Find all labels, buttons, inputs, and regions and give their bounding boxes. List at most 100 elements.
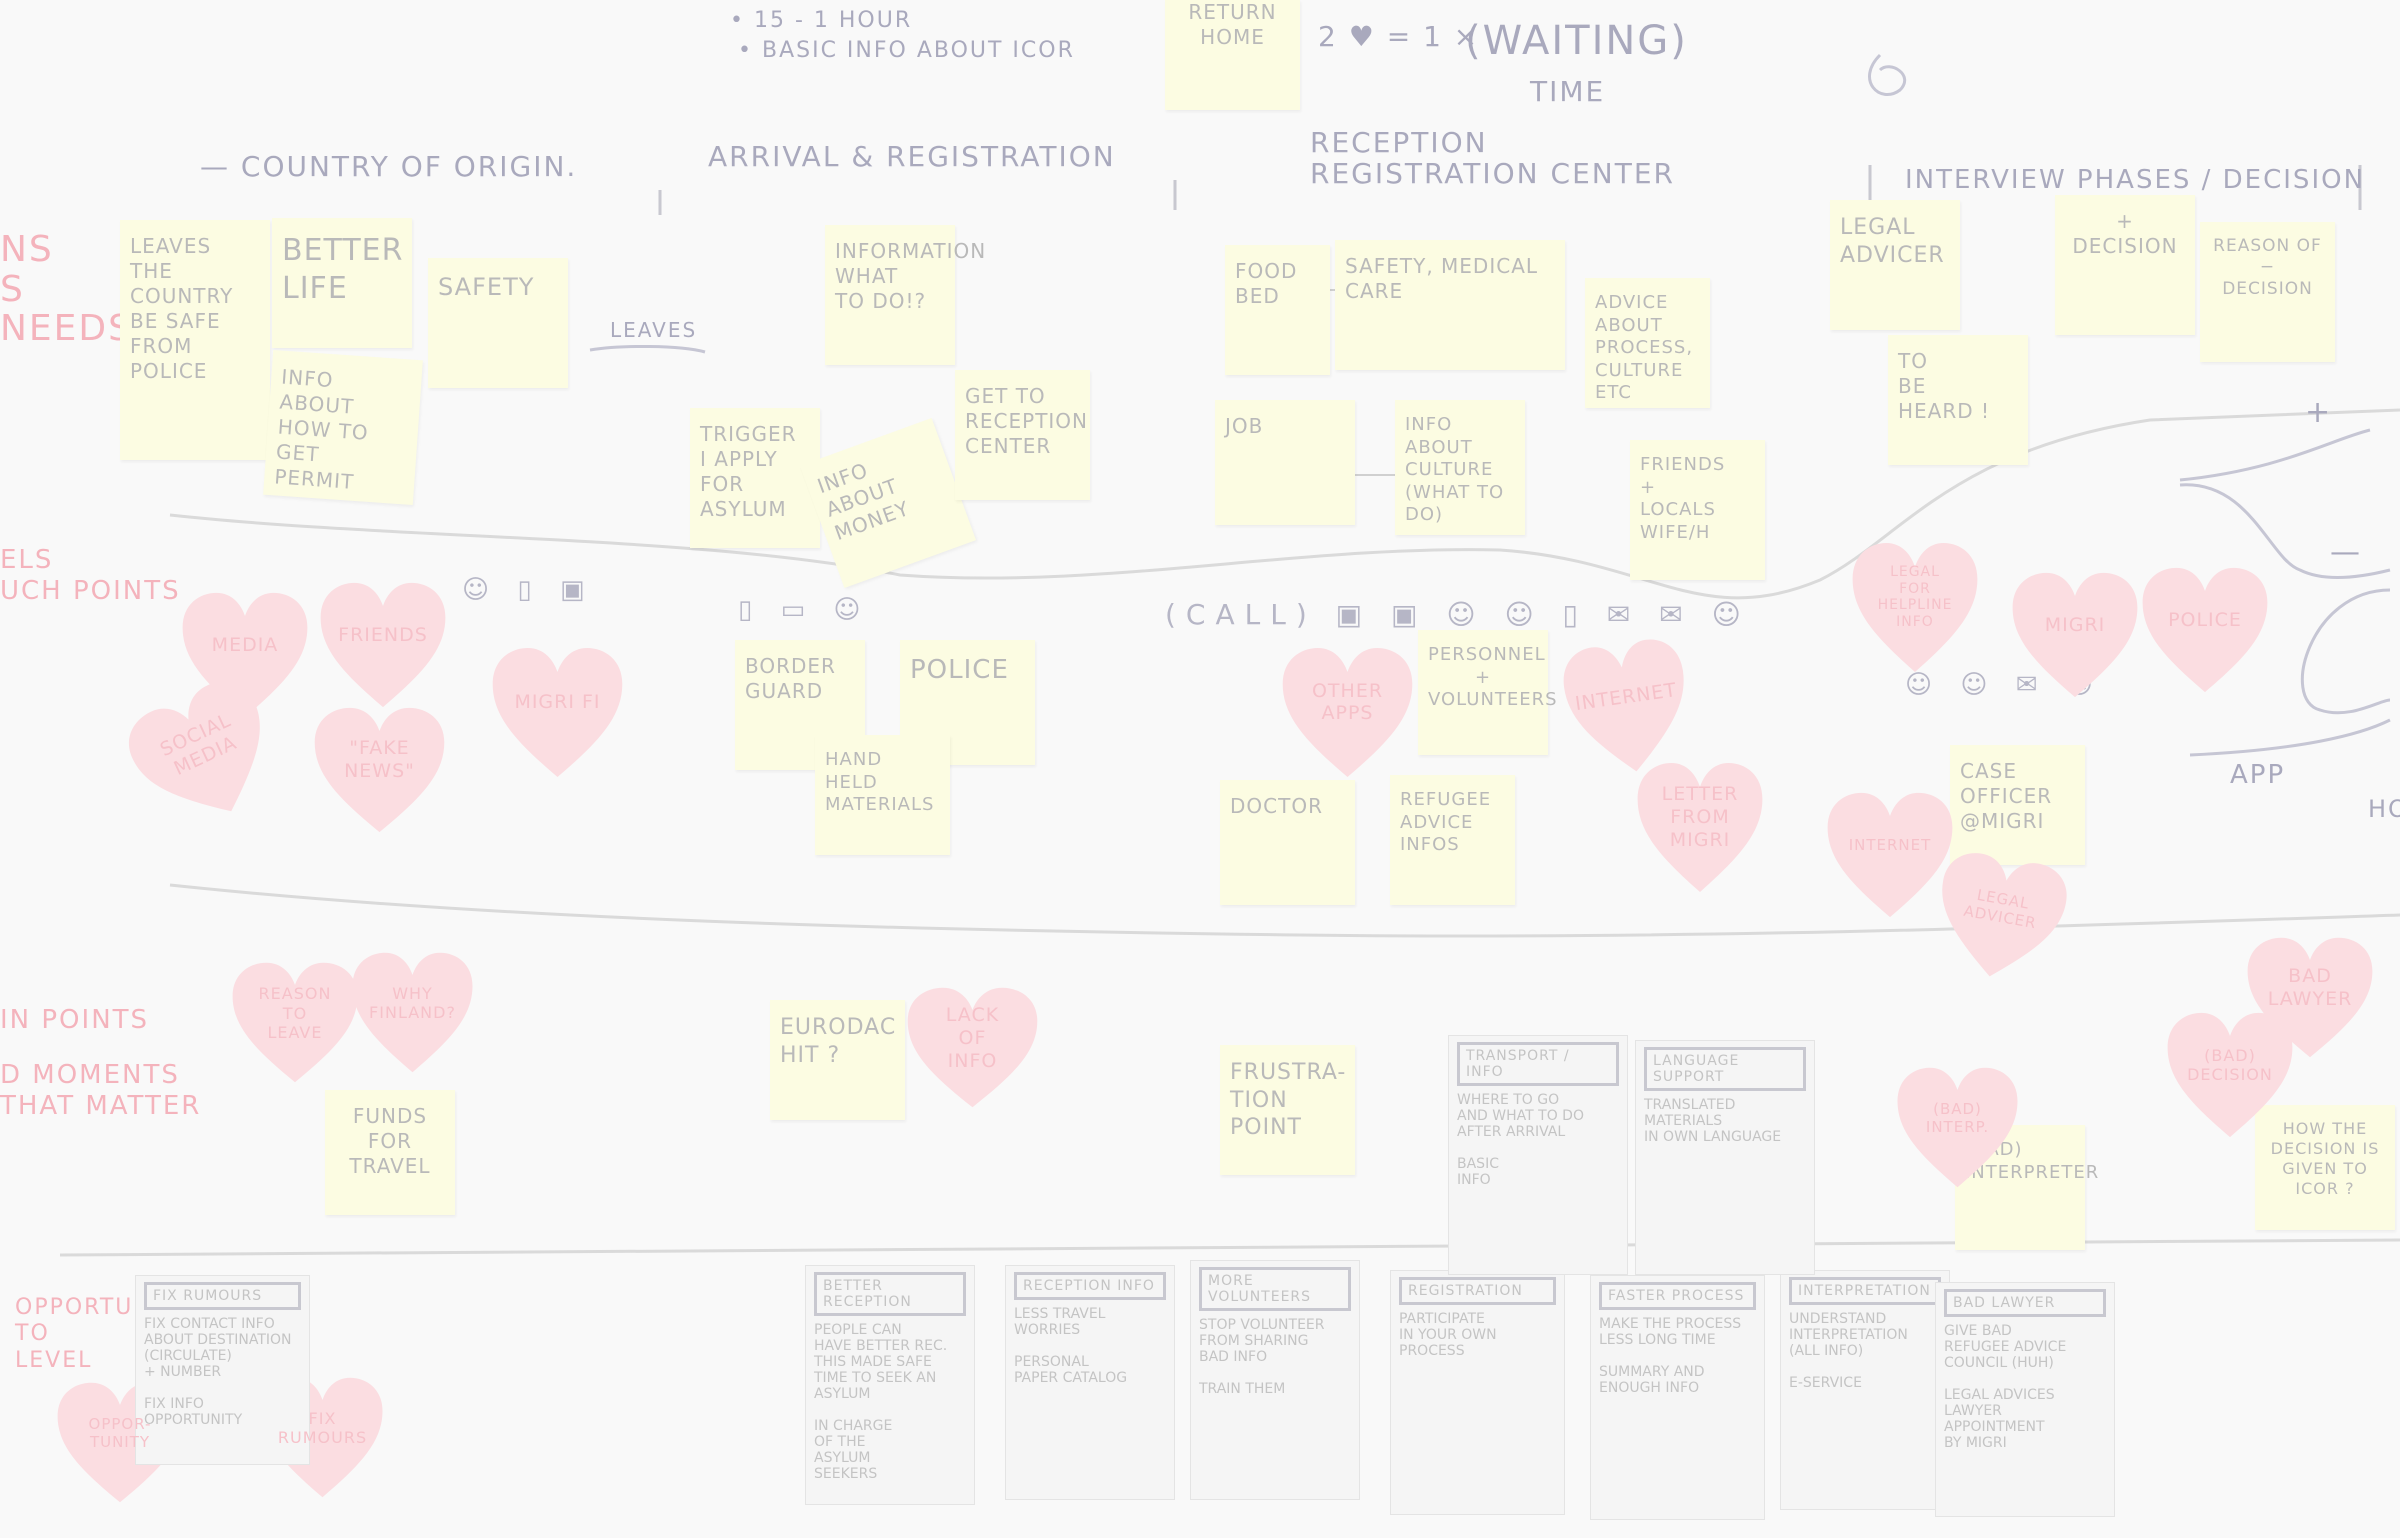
- heart-opportunity: OPPOR- TUNITY: [55, 1380, 185, 1505]
- arrow-home-label: HO: [2368, 795, 2400, 823]
- heart-fake-news: "FAKE NEWS": [312, 705, 447, 835]
- heart-internet-1: INTERNET: [1556, 632, 1699, 783]
- label-pain-points: IN POINTS: [0, 1005, 150, 1035]
- sticky-personnel: PERSONNEL + VOLUNTEERS: [1418, 630, 1557, 755]
- heart-migri-2: MIGRI: [2010, 570, 2140, 700]
- heart-letter-migri: LETTER FROM MIGRI: [1635, 760, 1765, 895]
- card-title: BAD LAWYER: [1944, 1289, 2106, 1317]
- card-title: RECEPTION INFO: [1014, 1272, 1166, 1300]
- phase-reception-center: RECEPTION REGISTRATION CENTER: [1310, 126, 1675, 190]
- heart-media: MEDIA: [180, 590, 310, 720]
- card-faster-process: FASTER PROCESS MAKE THE PROCESS LESS LONG…: [1590, 1275, 1765, 1520]
- touchpoint-icons-reception: (CALL) ▣ ▣ ☺ ☺ ▯ ✉ ✉ ☺: [1165, 598, 1751, 631]
- sticky-food-bed: FOOD BED: [1225, 245, 1330, 375]
- label-needs: NS S NEEDS: [0, 229, 133, 350]
- card-title: BETTER RECEPTION: [814, 1272, 966, 1316]
- card-title: REGISTRATION: [1399, 1277, 1556, 1305]
- heart-why-finland: WHY FINLAND?: [350, 950, 475, 1075]
- sticky-eurodac: EURODAC HIT ?: [770, 1000, 905, 1120]
- heart-migri-1: MIGRI FI: [490, 645, 625, 780]
- sticky-reception-center: GET TO RECEPTION CENTER: [955, 370, 1090, 500]
- sticky-info-what-to-do: INFORMATION WHAT TO DO!?: [825, 225, 985, 365]
- heart-fix-rumours: FIX RUMOURS: [260, 1375, 385, 1500]
- card-title: INTERPRETATION: [1789, 1277, 1941, 1305]
- card-body: TRANSLATED MATERIALS IN OWN LANGUAGE: [1644, 1097, 1782, 1145]
- sticky-case-officer: CASE OFFICER @MIGRI: [1950, 745, 2085, 865]
- card-body: STOP VOLUNTEER FROM SHARING BAD INFO TRA…: [1199, 1317, 1325, 1397]
- label-touchpoints: ELS UCH POINTS: [0, 545, 181, 607]
- sticky-refugee-advice: REFUGEE ADVICE INFOS: [1390, 775, 1515, 905]
- phase-country-of-origin: — COUNTRY OF ORIGIN.: [200, 150, 578, 183]
- heart-other-apps: OTHER APPS: [1280, 645, 1415, 780]
- sticky-handheld: HAND HELD MATERIALS: [815, 735, 950, 855]
- note-basic-info: • BASIC INFO ABOUT ICOR: [738, 38, 1075, 63]
- sticky-trigger-asylum: TRIGGER I APPLY FOR ASYLUM: [690, 408, 820, 548]
- card-transport: TRANSPORT / INFO WHERE TO GO AND WHAT TO …: [1448, 1035, 1628, 1275]
- label-moments: D MOMENTS THAT MATTER: [0, 1060, 202, 1122]
- card-reception-info: RECEPTION INFO LESS TRAVEL WORRIES PERSON…: [1005, 1265, 1175, 1500]
- heart-police: POLICE: [2140, 565, 2270, 695]
- card-interpretation: INTERPRETATION UNDERSTAND INTERPRETATION …: [1780, 1270, 1950, 1510]
- heart-internet-2: INTERNET: [1825, 790, 1955, 920]
- card-bad-lawyer: BAD LAWYER GIVE BAD REFUGEE ADVICE COUNCI…: [1935, 1282, 2115, 1517]
- sticky-funds-travel: FUNDS FOR TRAVEL: [325, 1090, 455, 1215]
- sticky-info-permit: INFO ABOUT HOW TO GET PERMIT: [263, 349, 423, 506]
- touchpoint-icons-origin: ☺ ▯ ▣: [462, 575, 595, 605]
- heart-reason-leave: REASON TO LEAVE: [230, 960, 360, 1085]
- heart-legal-helpline: LEGAL FOR HELPLINE INFO: [1850, 540, 1980, 675]
- heart-bad-decision: (BAD) DECISION: [2165, 1010, 2295, 1140]
- sticky-leaves-country: LEAVES THE COUNTRY BE SAFE FROM POLICE: [120, 220, 270, 460]
- card-registration: REGISTRATION PARTICIPATE IN YOUR OWN PROC…: [1390, 1270, 1565, 1515]
- card-title: LANGUAGE SUPPORT: [1644, 1047, 1806, 1091]
- sticky-reason-decision: REASON OF − DECISION: [2200, 222, 2335, 362]
- equation-label: 2 ♥ = 1 ×: [1318, 20, 1480, 53]
- sticky-decision: + DECISION: [2055, 195, 2195, 335]
- arrow-app-label: APP: [2230, 760, 2286, 790]
- phase-arrival-registration: ARRIVAL & REGISTRATION: [708, 140, 1116, 173]
- sticky-frustration: FRUSTRA- TION POINT: [1220, 1045, 1355, 1175]
- touchpoint-icons-arrival: ▯ ▭ ☺: [738, 595, 871, 625]
- sticky-advice-process: ADVICE ABOUT PROCESS, CULTURE ETC: [1585, 278, 1710, 408]
- sticky-to-be-heard: TO BE HEARD !: [1888, 335, 2028, 465]
- sticky-safety-medical: SAFETY, MEDICAL CARE: [1335, 240, 1565, 370]
- heart-friends: FRIENDS: [318, 580, 448, 710]
- arrow-plus: +: [2305, 395, 2333, 430]
- sticky-better-life: BETTER LIFE: [272, 218, 412, 348]
- card-title: FASTER PROCESS: [1599, 1282, 1756, 1310]
- heart-lack-info: LACK OF INFO: [905, 985, 1040, 1110]
- card-better-reception: BETTER RECEPTION PEOPLE CAN HAVE BETTER R…: [805, 1265, 975, 1505]
- card-body: WHERE TO GO AND WHAT TO DO AFTER ARRIVAL…: [1457, 1092, 1584, 1188]
- heart-social-media: SOCIAL MEDIA: [114, 667, 296, 844]
- waiting-label: (WAITING): [1465, 18, 1688, 64]
- sticky-info-culture: INFO ABOUT CULTURE (WHAT TO DO): [1395, 400, 1525, 535]
- card-body: PEOPLE CAN HAVE BETTER REC. THIS MADE SA…: [814, 1322, 948, 1482]
- sticky-job: JOB: [1215, 400, 1355, 525]
- card-language: LANGUAGE SUPPORT TRANSLATED MATERIALS IN …: [1635, 1040, 1815, 1275]
- card-fix-rumours: FIX RUMOURS FIX CONTACT INFO ABOUT DESTIN…: [135, 1275, 310, 1465]
- card-title: TRANSPORT / INFO: [1457, 1042, 1619, 1086]
- sticky-doctor: DOCTOR: [1220, 780, 1355, 905]
- note-duration: • 15 - 1 HOUR: [730, 8, 913, 33]
- sticky-return-home: RETURN HOME: [1165, 0, 1300, 110]
- card-title: FIX RUMOURS: [144, 1282, 301, 1310]
- heart-bad-lawyer: BAD LAWYER: [2245, 935, 2375, 1060]
- card-body: MAKE THE PROCESS LESS LONG TIME SUMMARY …: [1599, 1316, 1742, 1396]
- card-more-volunteers: MORE VOLUNTEERS STOP VOLUNTEER FROM SHARI…: [1190, 1260, 1360, 1500]
- time-label: TIME: [1530, 75, 1606, 108]
- card-body: FIX CONTACT INFO ABOUT DESTINATION (CIRC…: [144, 1316, 292, 1428]
- sticky-friends-locals: FRIENDS + LOCALS WIFE/H: [1630, 440, 1765, 580]
- card-body: UNDERSTAND INTERPRETATION (ALL INFO) E-S…: [1789, 1311, 1908, 1391]
- card-body: GIVE BAD REFUGEE ADVICE COUNCIL (HUH) LE…: [1944, 1323, 2067, 1451]
- card-body: LESS TRAVEL WORRIES PERSONAL PAPER CATAL…: [1014, 1306, 1128, 1386]
- heart-bad-interp: (BAD) INTERP.: [1895, 1065, 2020, 1190]
- sticky-legal-advicer: LEGAL ADVICER: [1830, 200, 1960, 330]
- arrow-leaves-label: LEAVES: [610, 318, 698, 342]
- card-title: MORE VOLUNTEERS: [1199, 1267, 1351, 1311]
- card-body: PARTICIPATE IN YOUR OWN PROCESS: [1399, 1311, 1497, 1359]
- phase-interview-decision: INTERVIEW PHASES / DECISION: [1905, 165, 2366, 195]
- arrow-minus: —: [2330, 535, 2362, 570]
- sticky-decision-given: HOW THE DECISION IS GIVEN TO ICOR ?: [2255, 1105, 2395, 1230]
- sticky-safety: SAFETY: [428, 258, 568, 388]
- heart-legal-advicer: LEGAL ADVICER: [1925, 845, 2075, 991]
